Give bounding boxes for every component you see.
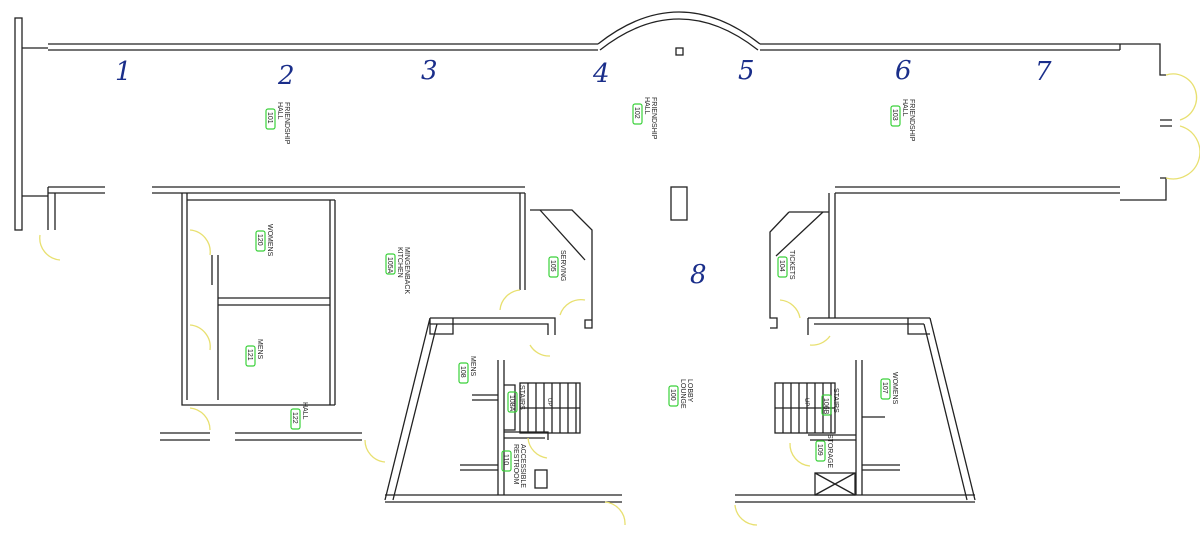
- room-number: 101: [266, 112, 273, 124]
- stair-up-label-left: UP: [546, 398, 552, 406]
- room-number-tag: [385, 253, 396, 275]
- room-name: SERVING: [559, 250, 566, 281]
- room-number: 120: [256, 234, 263, 246]
- room-number-tag: [777, 256, 788, 278]
- room-number-tag: [668, 385, 679, 407]
- room-number: 108A: [508, 395, 515, 412]
- room-number-tag: [880, 378, 891, 400]
- room-name: HALL: [276, 102, 283, 120]
- room-number-tag: [265, 108, 276, 130]
- room-number: 103: [891, 109, 898, 121]
- room-name: WOMENS: [891, 372, 898, 405]
- room-number-tag: [507, 391, 518, 413]
- doors: [39, 73, 1200, 526]
- room-number-tag: [821, 394, 832, 416]
- zone-marker-7: 7: [1035, 57, 1052, 87]
- zone-marker-3: 3: [421, 56, 438, 86]
- room-name: KITCHEN: [396, 247, 403, 278]
- room-number: 102: [633, 107, 640, 119]
- zone-marker-5: 5: [738, 56, 755, 86]
- room-number-tag: [632, 103, 643, 125]
- walls: [14, 11, 1172, 503]
- room-number-tag: [458, 362, 469, 384]
- room-name: ACCESSIBLE: [519, 444, 526, 488]
- room-number: 106B: [822, 398, 829, 415]
- room-number: 121: [246, 349, 253, 361]
- room-number: 107: [881, 382, 888, 394]
- room-number: 104: [778, 260, 785, 272]
- room-number: 109: [816, 444, 823, 456]
- room-name: TICKETS: [788, 250, 795, 280]
- stairs-left: [519, 382, 581, 434]
- room-name: STAIRS: [832, 388, 839, 413]
- room-name: MINGENBACK: [403, 247, 410, 294]
- room-name: STAIRS: [518, 385, 525, 410]
- room-number: 108: [459, 366, 466, 378]
- zone-markers: 1 2 3 4 5 6 7 8: [115, 56, 1052, 290]
- stairs-right: [774, 382, 836, 434]
- room-number-tag: [255, 230, 266, 252]
- room-name: LOBBY: [686, 379, 693, 403]
- room-name: MENS: [469, 356, 476, 377]
- zone-marker-2: 2: [277, 61, 295, 91]
- room-number: 105A: [386, 257, 393, 274]
- room-name: HALL: [901, 99, 908, 117]
- room-number: 100: [669, 389, 676, 401]
- room-name: HALL: [301, 402, 308, 420]
- room-name: FRIENDSHIP: [908, 99, 915, 142]
- room-name: FRIENDSHIP: [283, 102, 290, 145]
- room-name: HALL: [643, 97, 650, 115]
- room-number: 105: [549, 260, 556, 272]
- room-name: RESTROOM: [512, 444, 519, 485]
- room-number-tag: [501, 450, 512, 472]
- room-name: STORAGE: [826, 434, 833, 468]
- room-name: WOMENS: [266, 224, 273, 257]
- room-number: 110: [502, 454, 509, 465]
- room-name: LOUNGE: [679, 379, 686, 409]
- zone-marker-8: 8: [690, 260, 707, 290]
- zone-marker-1: 1: [115, 57, 132, 87]
- stair-up-label-right: UP: [803, 398, 809, 406]
- zone-marker-6: 6: [895, 56, 912, 86]
- room-number: 122: [291, 412, 298, 424]
- room-name: MENS: [256, 339, 263, 360]
- room-name: FRIENDSHIP: [650, 97, 657, 140]
- room-number-tag: [890, 105, 901, 127]
- room-number-tag: [290, 408, 301, 430]
- room-number-tag: [548, 256, 559, 278]
- room-number-tag: [815, 440, 826, 462]
- zone-marker-4: 4: [592, 59, 610, 89]
- room-number-tag: [245, 345, 256, 367]
